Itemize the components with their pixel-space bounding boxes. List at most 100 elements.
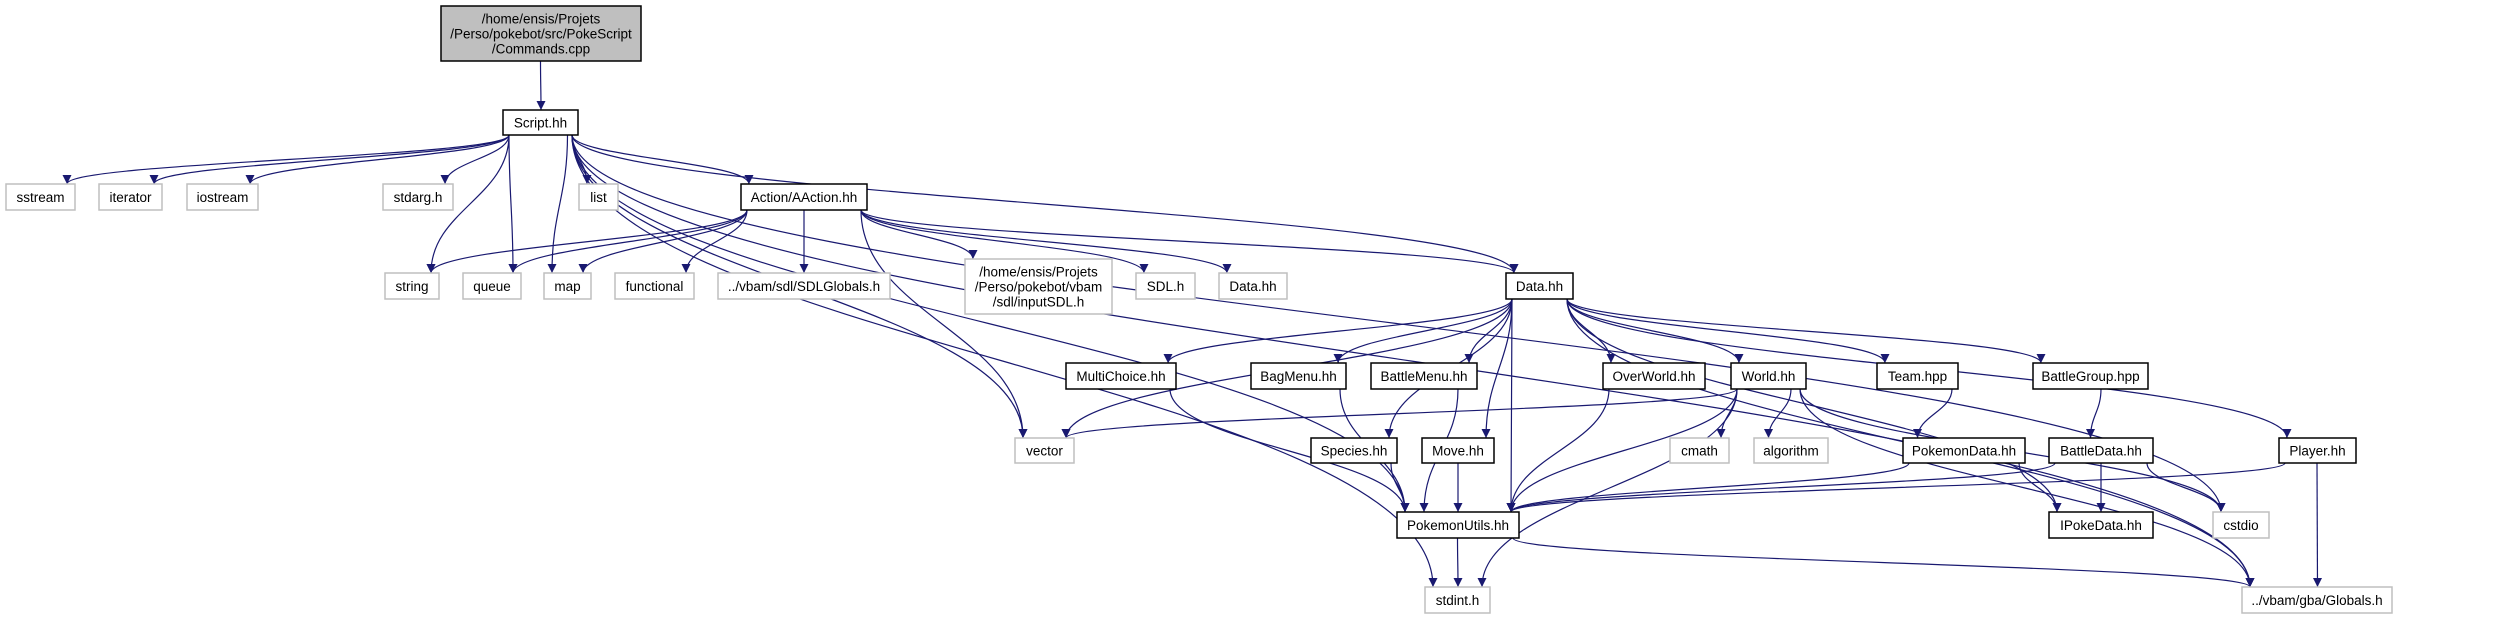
node-label: Action/AAction.hh (751, 190, 858, 205)
node-iostream: iostream (186, 183, 259, 211)
node-label: queue (473, 279, 511, 294)
edge-player-to-globals (2312, 462, 2322, 588)
node-label: MultiChoice.hh (1076, 369, 1165, 384)
node-box (1424, 586, 1491, 614)
edge-pokemonutils-to-stdint (1453, 537, 1463, 588)
node-species[interactable]: Species.hh (1310, 437, 1398, 464)
edge-aaction-to-vector (860, 209, 1028, 439)
node-box (1421, 437, 1495, 464)
node-label: iostream (197, 190, 249, 205)
node-box (1218, 272, 1288, 300)
node-label: vector (1026, 444, 1063, 459)
node-label: Script.hh (514, 116, 567, 131)
node-label: /home/ensis/Projets (482, 12, 601, 27)
node-vector: vector (1014, 437, 1075, 464)
edge-aaction-to-queue (508, 209, 748, 274)
node-label: /home/ensis/Projets (979, 265, 1098, 280)
node-box (2048, 437, 2154, 464)
node-box (614, 272, 695, 300)
node-label: stdarg.h (394, 190, 443, 205)
node-overworld[interactable]: OverWorld.hh (1602, 362, 1706, 390)
edge-world-to-algorithm (1764, 388, 1792, 439)
node-box (1730, 362, 1807, 390)
node-label: Data.hh (1516, 279, 1563, 294)
edge-script-to-data (571, 134, 1519, 274)
node-team[interactable]: Team.hpp (1876, 362, 1959, 390)
node-ipokedata[interactable]: IPokeData.hh (2048, 511, 2154, 539)
edge-data-to-pokemonutils (1506, 298, 1516, 513)
node-label: IPokeData.hh (2060, 518, 2142, 533)
edge-data-to-world (1566, 298, 1744, 364)
edge-script-to-iterator (149, 134, 510, 185)
node-label: ../vbam/gba/Globals.h (2251, 593, 2382, 608)
node-box (2212, 511, 2270, 539)
node-label: /Perso/pokebot/vbam (975, 280, 1103, 295)
edge-world-to-pokemonutils (1506, 388, 1738, 513)
edge-world-to-globals (1799, 388, 2255, 588)
node-multichoice[interactable]: MultiChoice.hh (1065, 362, 1177, 390)
node-label: ../vbam/sdl/SDLGlobals.h (728, 279, 880, 294)
node-label: cstdio (2223, 518, 2258, 533)
node-pokemondata[interactable]: PokemonData.hh (1902, 437, 2026, 464)
node-label: algorithm (1763, 444, 1819, 459)
node-list: list (578, 183, 619, 211)
node-label: World.hh (1742, 369, 1796, 384)
node-box (384, 272, 440, 300)
edge-data-to-move (1481, 298, 1513, 439)
node-box (2241, 586, 2393, 614)
node-aaction[interactable]: Action/AAction.hh (740, 183, 868, 211)
node-data[interactable]: Data.hh (1505, 272, 1574, 300)
node-commands[interactable]: /home/ensis/Projets/Perso/pokebot/src/Po… (440, 5, 642, 62)
node-box (1014, 437, 1075, 464)
node-label: iterator (109, 190, 152, 205)
node-globals: ../vbam/gba/Globals.h (2241, 586, 2393, 614)
node-label: Data.hh (1229, 279, 1276, 294)
node-box (186, 183, 259, 211)
node-battlemenu[interactable]: BattleMenu.hh (1370, 362, 1478, 390)
node-battlegroup[interactable]: BattleGroup.hpp (2032, 362, 2149, 390)
node-box (740, 183, 868, 211)
node-label: Team.hpp (1888, 369, 1947, 384)
node-player[interactable]: Player.hh (2278, 437, 2357, 464)
edge-battlegroup-to-battledata (2086, 388, 2102, 439)
edge-commands-to-script (536, 60, 546, 111)
edge-aaction-to-functional (681, 209, 748, 274)
node-script[interactable]: Script.hh (502, 109, 579, 136)
edge-script-to-stdarg (440, 134, 510, 185)
node-box (1602, 362, 1706, 390)
edge-data-to-team (1566, 298, 1890, 364)
edge-pokemondata-to-ipokedata (2018, 462, 2062, 513)
node-box (2048, 511, 2154, 539)
node-box (440, 5, 642, 62)
node-world[interactable]: World.hh (1730, 362, 1807, 390)
edge-species-to-pokemonutils (1390, 462, 1410, 513)
node-move[interactable]: Move.hh (1421, 437, 1495, 464)
edge-battledata-to-pokemonutils (1506, 462, 2056, 513)
node-pokemonutils[interactable]: PokemonUtils.hh (1396, 511, 1520, 539)
node-iterator: iterator (98, 183, 163, 211)
edge-multichoice-to-pokemonutils (1169, 388, 1410, 513)
node-bagmenu[interactable]: BagMenu.hh (1250, 362, 1347, 390)
node-box (1396, 511, 1520, 539)
node-box (2278, 437, 2357, 464)
node-box (98, 183, 163, 211)
node-stdarg: stdarg.h (382, 183, 454, 211)
edge-aaction-to-sdlh (860, 209, 1149, 274)
nodes: /home/ensis/Projets/Perso/pokebot/src/Po… (5, 5, 2393, 614)
node-map: map (543, 272, 592, 300)
edge-data-to-ipokedata (1566, 298, 2062, 513)
edge-pokemondata-to-pokemonutils (1506, 462, 1910, 513)
node-box (964, 258, 1113, 315)
node-datahh_ext: Data.hh (1218, 272, 1288, 300)
node-label: /sdl/inputSDL.h (993, 295, 1085, 310)
node-battledata[interactable]: BattleData.hh (2048, 437, 2154, 464)
node-box (462, 272, 522, 300)
node-sstream: sstream (5, 183, 76, 211)
node-label: cmath (1681, 444, 1718, 459)
node-functional: functional (614, 272, 695, 300)
edge-data-to-bagmenu (1333, 298, 1513, 364)
edge-world-to-stdint (1477, 388, 1738, 588)
node-label: sstream (16, 190, 64, 205)
node-cstdio: cstdio (2212, 511, 2270, 539)
edge-pokemonutils-to-globals (1512, 537, 2255, 588)
